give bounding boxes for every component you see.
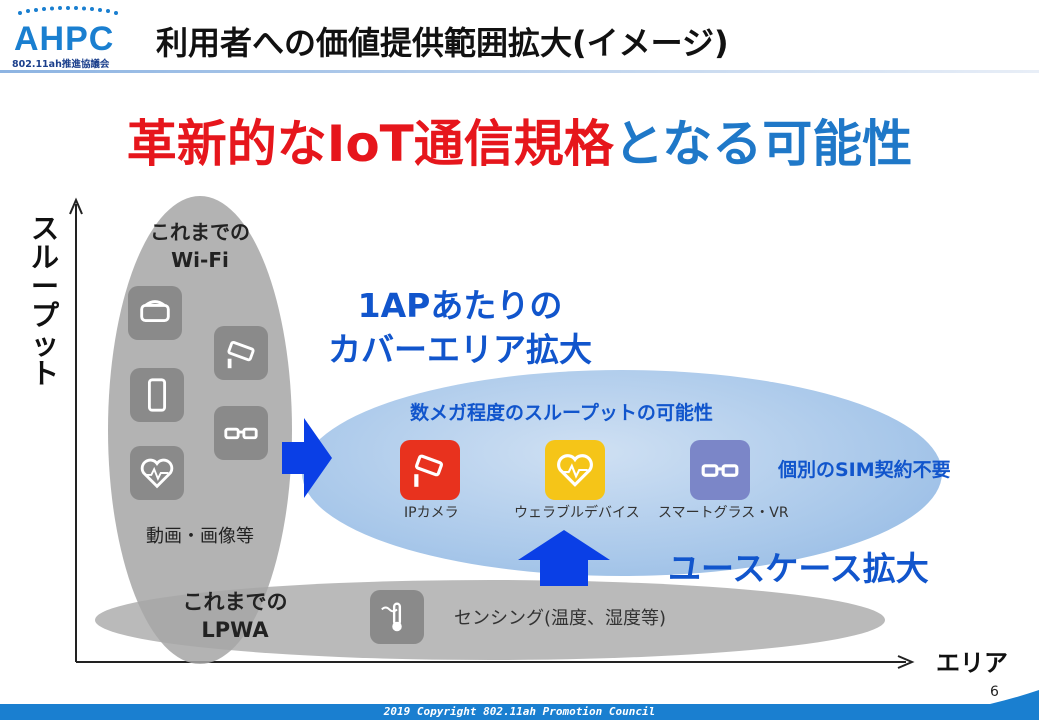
- wifi-label-line2: Wi-Fi: [171, 248, 229, 272]
- smart-glasses-icon: [214, 406, 268, 460]
- headline-blue-part: となる可能性: [613, 115, 913, 173]
- footer-copyright: 2019 Copyright 802.11ah Promotion Counci…: [383, 705, 656, 718]
- coverage-line1: 1APあたりの: [357, 286, 563, 325]
- usecase-expansion-text: ユースケース拡大: [668, 549, 929, 588]
- logo-text: AHPC: [14, 20, 115, 58]
- headline-red-part: 革新的なIoT通信規格: [126, 115, 614, 173]
- lpwa-label: これまでの LPWA: [160, 588, 310, 644]
- lpwa-label-line2: LPWA: [201, 618, 269, 642]
- security-camera-icon: [214, 326, 268, 380]
- wearable-caption: ウェラブルデバイス: [514, 505, 640, 521]
- expand-right-arrow: [282, 418, 332, 498]
- wifi-label: これまでの Wi-Fi: [120, 218, 280, 274]
- wifi-caption: 動画・画像等: [146, 526, 254, 547]
- x-axis-label: エリア: [936, 649, 1008, 677]
- wifi-label-line1: これまでの: [150, 220, 250, 244]
- y-axis-label: スループット: [30, 212, 59, 390]
- lpwa-sensing-text: センシング(温度、湿度等): [454, 608, 667, 629]
- coverage-line2: カバーエリア拡大: [328, 330, 592, 369]
- headline: 革新的なIoT通信規格となる可能性: [0, 104, 1039, 176]
- sensor-icon: [370, 590, 424, 644]
- smart-glasses-caption: スマートグラス・VR: [658, 505, 789, 521]
- header-bar: [0, 0, 1039, 70]
- sim-text: 個別のSIM契約不要: [778, 459, 951, 481]
- lpwa-label-line1: これまでの: [182, 590, 288, 614]
- throughput-text: 数メガ程度のスループットの可能性: [410, 402, 713, 424]
- coverage-expansion-text: 1APあたりの カバーエリア拡大: [290, 284, 630, 372]
- logo-subtitle: 802.11ah推進協議会: [12, 59, 110, 70]
- heart-rate-icon: [130, 446, 184, 500]
- vr-headset-icon: [128, 286, 182, 340]
- ip-camera-icon: [400, 440, 460, 500]
- logo-wifi-dots: [18, 6, 118, 15]
- expand-up-arrow: [518, 530, 610, 586]
- header-divider: [0, 70, 1039, 73]
- footer-bar: [0, 704, 1039, 720]
- slide-title: 利用者への価値提供範囲拡大(イメージ): [156, 24, 729, 62]
- page-number: 6: [990, 684, 999, 700]
- ip-camera-caption: IPカメラ: [404, 505, 459, 521]
- smart-glasses-color-icon: [690, 440, 750, 500]
- wearable-icon: [545, 440, 605, 500]
- smartphone-icon: [130, 368, 184, 422]
